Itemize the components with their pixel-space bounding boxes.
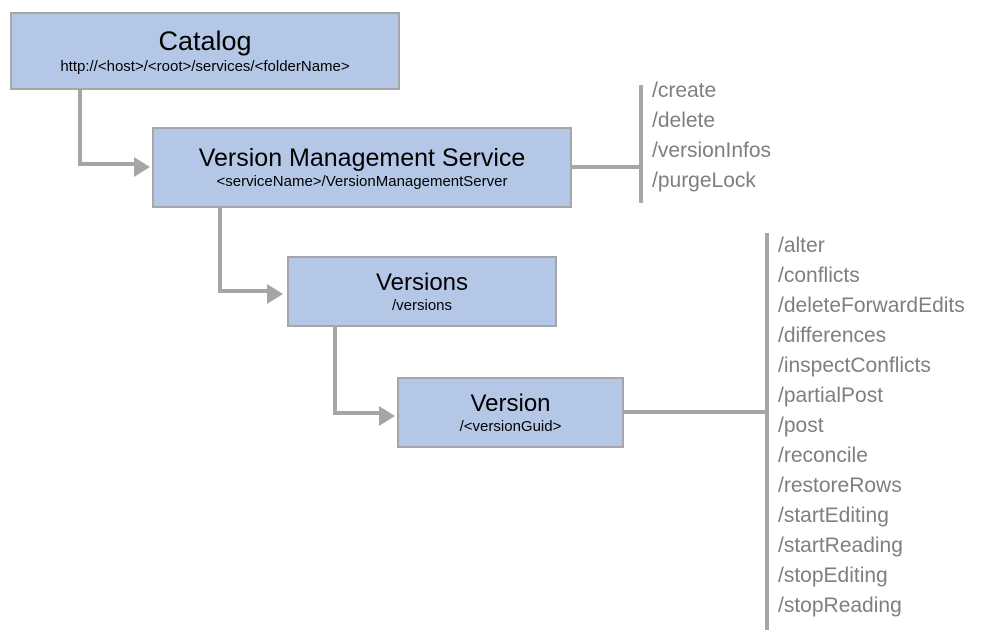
node-version-management-service-path: <serviceName>/VersionManagementServer — [216, 173, 508, 191]
operations-bracket-bar-version — [765, 233, 769, 630]
connector-service-to-operations — [572, 165, 641, 169]
node-version-management-service-title: Version Management Service — [198, 144, 526, 172]
node-versions: Versions /versions — [287, 256, 557, 327]
connector-catalog-to-service-vertical — [78, 90, 82, 164]
operation-item[interactable]: /purgeLock — [652, 169, 756, 192]
connector-version-to-operations — [624, 410, 767, 414]
connector-versions-to-version-vertical — [333, 327, 337, 415]
connector-catalog-to-service-horizontal — [78, 162, 136, 166]
operation-item[interactable]: /stopEditing — [778, 564, 888, 587]
operation-item[interactable]: /alter — [778, 234, 825, 257]
connector-versions-to-version-horizontal — [333, 411, 381, 415]
operations-list-service: /create /delete /versionInfos /purgeLock — [652, 76, 771, 196]
connector-service-to-versions-vertical — [218, 208, 222, 292]
operation-item[interactable]: /partialPost — [778, 384, 884, 407]
operation-item[interactable]: /versionInfos — [652, 139, 772, 162]
operation-item[interactable]: /startEditing — [778, 504, 889, 527]
operation-item[interactable]: /conflicts — [778, 264, 860, 287]
operations-bracket-bar-service — [639, 85, 643, 203]
arrowhead-icon-service-to-versions — [267, 284, 283, 304]
operation-item[interactable]: /differences — [778, 324, 887, 347]
operation-item[interactable]: /restoreRows — [778, 474, 902, 497]
operation-item[interactable]: /startReading — [778, 534, 903, 557]
operation-item[interactable]: /delete — [652, 109, 716, 132]
connector-service-to-versions-horizontal — [218, 289, 269, 293]
node-version-management-service: Version Management Service <serviceName>… — [152, 127, 572, 208]
operations-list-version: /alter /conflicts /deleteForwardEdits /d… — [778, 231, 965, 621]
node-catalog: Catalog http://<host>/<root>/services/<f… — [10, 12, 400, 90]
operation-item[interactable]: /reconcile — [778, 444, 868, 467]
arrowhead-icon-versions-to-version — [379, 406, 395, 426]
node-catalog-title: Catalog — [158, 26, 252, 57]
operation-item[interactable]: /deleteForwardEdits — [778, 294, 965, 317]
operation-item[interactable]: /create — [652, 79, 717, 102]
arrowhead-icon-catalog-to-service — [134, 157, 150, 177]
node-version-path: /<versionGuid> — [459, 417, 562, 435]
node-version-title: Version — [470, 389, 551, 417]
operation-item[interactable]: /inspectConflicts — [778, 354, 931, 377]
node-version: Version /<versionGuid> — [397, 377, 624, 448]
node-versions-title: Versions — [375, 268, 469, 296]
node-versions-path: /versions — [391, 296, 453, 314]
operation-item[interactable]: /stopReading — [778, 594, 902, 617]
node-catalog-path: http://<host>/<root>/services/<folderNam… — [60, 57, 350, 75]
operation-item[interactable]: /post — [778, 414, 824, 437]
